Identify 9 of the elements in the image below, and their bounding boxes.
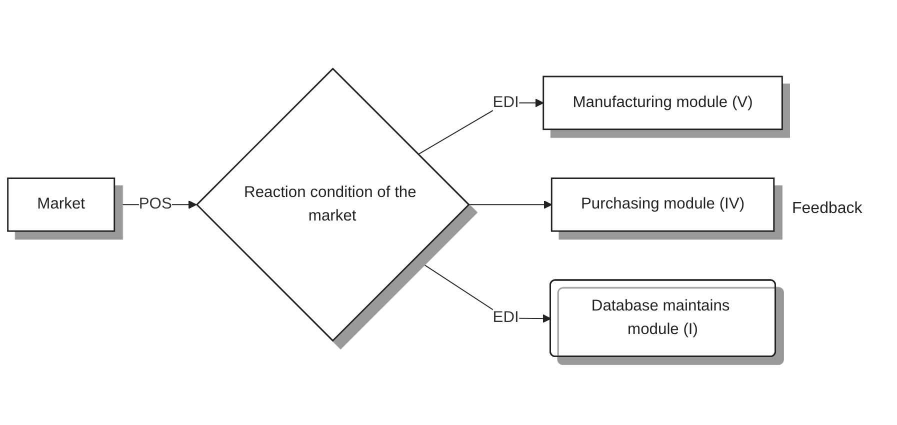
arrow xyxy=(468,200,552,209)
node-box: Market xyxy=(7,178,116,232)
node-box: Purchasing module (IV) xyxy=(550,178,775,232)
note-text: Feedback xyxy=(792,200,864,218)
node-box: Manufacturing module (V) xyxy=(542,76,783,130)
edge-label: EDI xyxy=(492,309,519,326)
edge-label: POS xyxy=(138,196,172,212)
node-diamond: Reaction condition of the market xyxy=(196,68,470,342)
edge-label: EDI xyxy=(492,94,519,111)
